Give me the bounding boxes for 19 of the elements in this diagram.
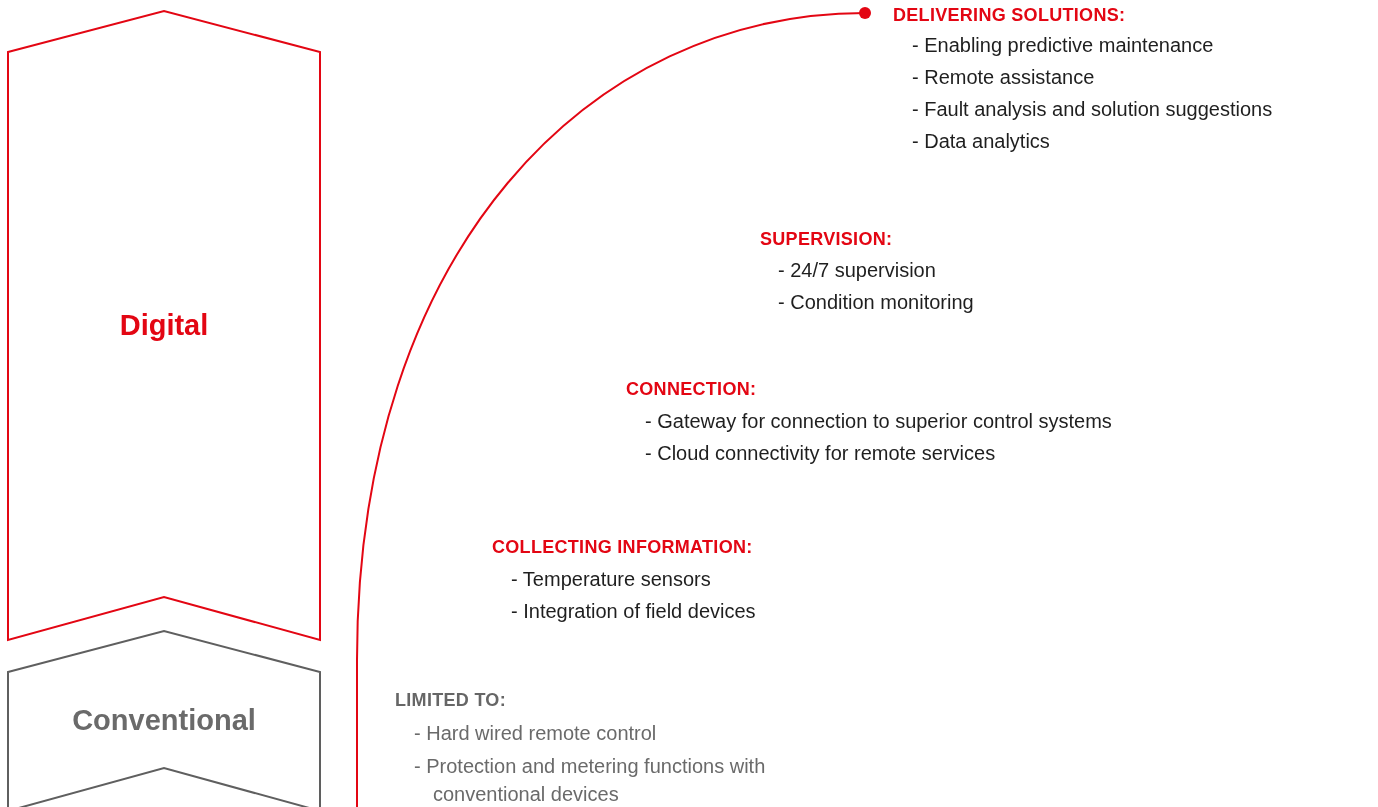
list-item: - Enabling predictive maintenance [912,34,1214,57]
list-item: - Temperature sensors [511,568,711,591]
list-item: - Cloud connectivity for remote services [645,442,996,465]
list-item: - Data analytics [912,130,1050,153]
section-heading: LIMITED TO: [395,690,506,711]
list-item: - Hard wired remote control [414,722,657,745]
section-heading: COLLECTING INFORMATION: [492,537,753,558]
section-heading: CONNECTION: [626,379,757,400]
list-item: - Remote assistance [912,66,1095,89]
section-heading: DELIVERING SOLUTIONS: [893,5,1126,26]
stage-label: Conventional [71,704,257,737]
section-heading: SUPERVISION: [760,229,893,250]
list-item: - Gateway for connection to superior control systems [645,410,1112,433]
list-item: - Integration of field devices [511,600,756,623]
list-item: - Fault analysis and solution suggestions [912,98,1273,121]
list-item: - Condition monitoring [778,291,974,314]
stage-label: Digital [118,309,210,342]
list-item: - 24/7 supervision [778,259,936,282]
list-item: - Protection and metering functions with conventional devices [414,754,767,807]
